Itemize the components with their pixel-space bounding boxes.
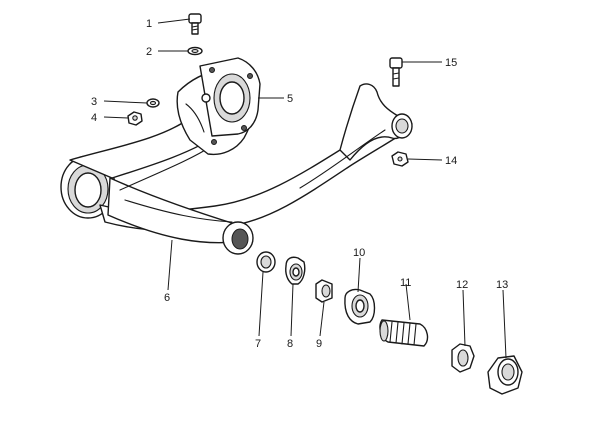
nut-14[interactable] <box>391 151 409 167</box>
leader-lines <box>103 18 507 359</box>
callout-5: 5 <box>287 93 293 105</box>
callout-2: 2 <box>146 46 152 58</box>
callout-9: 9 <box>316 338 322 350</box>
threaded-sleeve[interactable] <box>344 288 376 325</box>
seal-ring[interactable] <box>256 251 276 273</box>
taper-bearing[interactable] <box>285 256 306 285</box>
splined-shaft[interactable] <box>379 319 429 347</box>
drive-housing[interactable] <box>176 57 261 156</box>
callout-12: 12 <box>456 279 468 291</box>
callout-10: 10 <box>353 247 365 259</box>
washer-3[interactable] <box>146 98 160 108</box>
nut-4[interactable] <box>127 111 143 126</box>
bolt[interactable] <box>188 13 202 35</box>
callout-8: 8 <box>287 338 293 350</box>
callout-13: 13 <box>496 279 508 291</box>
washer-2[interactable] <box>187 46 203 56</box>
callout-15: 15 <box>445 57 457 69</box>
hex-cap-nut[interactable] <box>487 355 523 395</box>
callout-labels: 1 2 3 4 5 6 7 8 9 10 11 12 13 14 15 <box>91 18 508 350</box>
callout-7: 7 <box>255 338 261 350</box>
callout-4: 4 <box>91 112 97 124</box>
lock-nut[interactable] <box>451 343 475 373</box>
callout-6: 6 <box>164 292 170 304</box>
callout-1: 1 <box>146 18 152 30</box>
bushing[interactable] <box>315 279 333 303</box>
bolt-15[interactable] <box>389 57 403 87</box>
callout-3: 3 <box>91 96 97 108</box>
swing-arm[interactable] <box>60 83 413 255</box>
callout-14: 14 <box>445 155 457 167</box>
callout-11: 11 <box>400 277 411 289</box>
